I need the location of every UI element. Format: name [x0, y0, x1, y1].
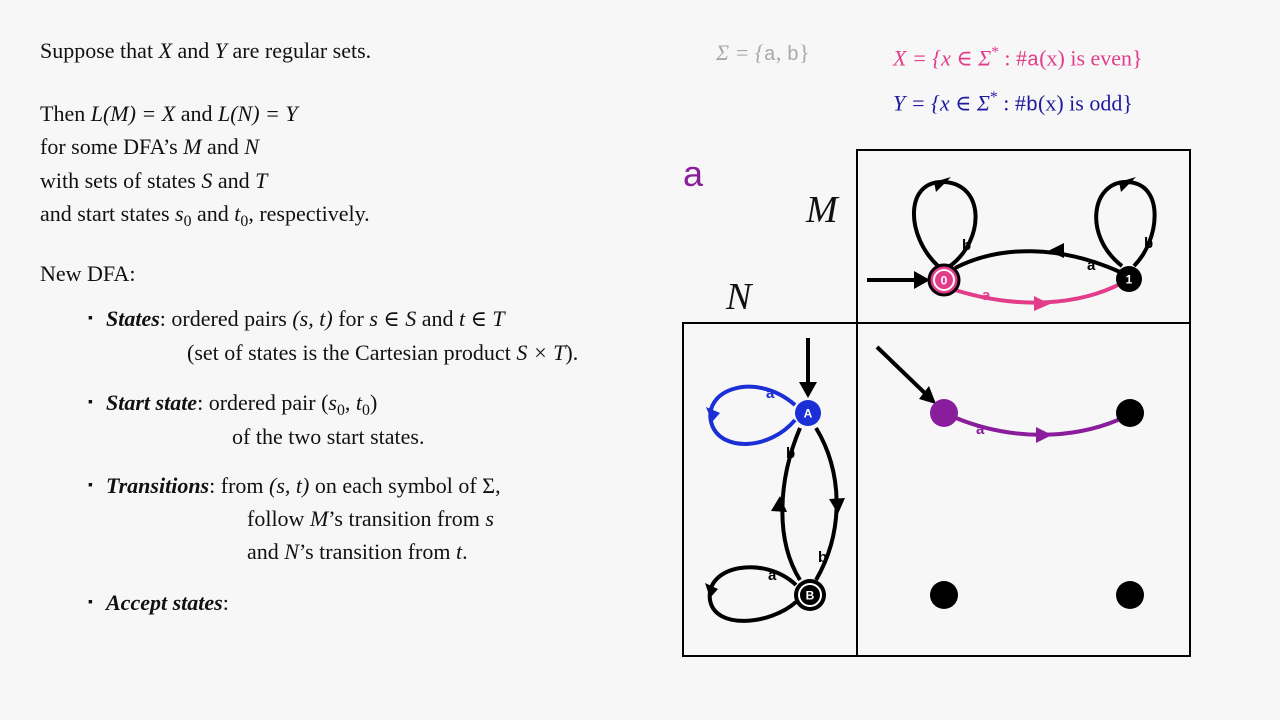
bullet-marker: ▪ — [88, 478, 93, 493]
edge-label-b: b — [1144, 235, 1153, 252]
arrowhead — [1048, 243, 1064, 258]
n-dfa-box — [682, 322, 858, 657]
start-states-line: and start states s0 and t0, respectively… — [40, 201, 370, 231]
edge-label-a: a — [766, 385, 775, 402]
arrowhead — [1036, 427, 1052, 443]
edge-label-a: a — [768, 567, 777, 584]
n-edge-b-to-a — [814, 426, 839, 582]
n-edge-a-to-b — [780, 427, 802, 582]
product-start-arrow — [875, 345, 934, 402]
edge-label-a: a — [976, 421, 985, 438]
transitions-line: Transitions: from (s, t) on each symbol … — [106, 473, 501, 498]
new-dfa-heading: New DFA: — [40, 261, 136, 286]
product-state-0a — [930, 399, 958, 427]
transitions-line2: follow M’s transition from s — [247, 506, 494, 531]
arrowhead — [771, 496, 787, 512]
m-dfa-box — [856, 149, 1191, 324]
m-state-0-accept — [927, 263, 961, 297]
edge-label-a: a — [982, 287, 991, 304]
n-state-b-label: B — [806, 589, 815, 603]
product-edge-a — [955, 416, 1119, 437]
m-self-loop-1 — [1094, 179, 1157, 268]
edge-label-a: a — [1087, 257, 1096, 274]
m-state-0 — [933, 269, 955, 291]
sets-of-states-line: with sets of states S and T — [40, 168, 268, 193]
product-state-1b — [1116, 581, 1144, 609]
n-self-loop-a — [708, 384, 797, 446]
dfa-line: for some DFA’s M and N — [40, 134, 259, 159]
start-state-line2: of the two start states. — [232, 424, 425, 449]
product-state-0b — [930, 581, 958, 609]
then-line: Then L(M) = X and L(N) = Y — [40, 101, 298, 126]
bullet-marker: ▪ — [88, 595, 93, 610]
arrowhead — [934, 177, 951, 192]
states-line: States: ordered pairs (s, t) for s ∈ S a… — [106, 306, 505, 331]
n-state-a-label: A — [804, 407, 813, 421]
product-dfa-box — [856, 322, 1191, 657]
arrowhead — [829, 498, 845, 514]
n-state-b-accept — [794, 579, 826, 611]
dfa-n-label: N — [726, 276, 752, 318]
x-definition: X = {x ∈ Σ* : #a(x) is even} — [893, 44, 1143, 73]
arrowhead — [1119, 177, 1136, 192]
transitions-line3: and N’s transition from t. — [247, 539, 468, 564]
arrowhead — [706, 407, 720, 422]
premise-line: Suppose that X and Y are regular sets. — [40, 38, 372, 63]
current-symbol: a — [683, 153, 704, 194]
dfa-m-label: M — [806, 189, 838, 231]
n-self-loop-b — [707, 565, 798, 623]
arrowhead — [1034, 296, 1050, 311]
edge-label-b: b — [818, 549, 827, 566]
edge-label-b: b — [962, 237, 971, 254]
n-state-b — [798, 583, 822, 607]
product-state-1a — [1116, 399, 1144, 427]
m-state-1 — [1116, 266, 1142, 292]
y-definition: Y = {x ∈ Σ* : #b(x) is odd} — [893, 89, 1133, 118]
start-state-line: Start state: ordered pair (s0, t0) — [106, 390, 378, 420]
m-edge-0-to-1 — [954, 281, 1123, 305]
m-state-0-label: 0 — [941, 274, 948, 288]
arrowhead — [799, 382, 817, 398]
bullet-marker: ▪ — [88, 311, 93, 326]
m-self-loop-0 — [912, 179, 978, 268]
arrowhead — [914, 271, 930, 289]
bullet-marker: ▪ — [88, 395, 93, 410]
edge-label-b: b — [786, 445, 795, 462]
n-state-a — [795, 400, 821, 426]
m-edge-1-to-0 — [954, 249, 1121, 274]
sigma-definition: Σ = {a, b} — [716, 40, 810, 67]
arrowhead — [705, 583, 718, 598]
m-state-1-label: 1 — [1126, 273, 1133, 287]
accept-states-line: Accept states: — [106, 590, 229, 615]
states-cartesian-line: (set of states is the Cartesian product … — [187, 340, 579, 365]
arrowhead — [919, 386, 936, 404]
